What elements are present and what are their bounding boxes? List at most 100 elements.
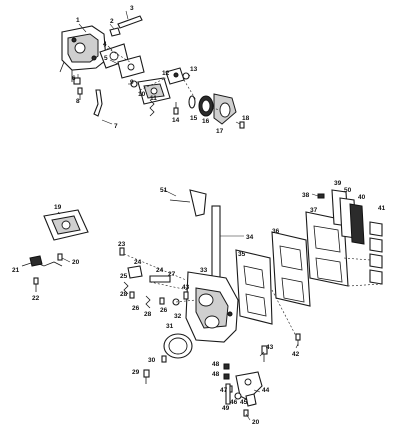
part-48-nut-b	[223, 373, 230, 380]
callout-1: 1	[76, 17, 80, 24]
callout-38: 38	[302, 192, 310, 199]
callout-40: 40	[358, 194, 366, 201]
part-48-nut-a	[223, 363, 230, 370]
callout-5: 5	[104, 55, 108, 62]
part-29-bolt	[143, 369, 150, 384]
callout-18: 18	[242, 115, 250, 122]
part-30-screw	[161, 355, 167, 363]
callout-leaders	[57, 23, 319, 421]
callout-42: 42	[292, 351, 300, 358]
part-26-screw-b	[159, 297, 165, 305]
part-15-seal	[188, 95, 196, 109]
callout-29: 29	[132, 369, 140, 376]
part-43-bolt-b	[261, 345, 268, 362]
center-assembly	[119, 189, 268, 417]
callout-27: 27	[168, 271, 176, 278]
callout-31: 31	[166, 323, 174, 330]
callout-16: 16	[202, 118, 210, 125]
part-19-cover	[43, 209, 89, 241]
callout-44: 44	[262, 387, 270, 394]
part-51-bracket	[169, 189, 207, 217]
callout-43-a: 43	[182, 284, 190, 291]
part-1-housing	[59, 25, 107, 82]
callout-10: 10	[138, 91, 146, 98]
part-3-hose	[117, 10, 143, 29]
callout-28-a: 28	[120, 291, 128, 298]
callout-2: 2	[110, 18, 114, 25]
part-46-washer	[234, 392, 242, 400]
callout-48-a: 48	[212, 361, 220, 368]
part-11-spring	[149, 99, 155, 117]
part-7-hose	[93, 89, 113, 125]
part-41-reed-stack	[369, 221, 383, 285]
callout-12: 12	[162, 70, 170, 77]
part-6-plug	[73, 77, 81, 85]
callout-17: 17	[216, 128, 224, 135]
callout-3: 3	[130, 5, 134, 12]
part-20-screw-b	[243, 409, 249, 417]
part-23-screw	[119, 247, 125, 256]
callout-32: 32	[174, 313, 182, 320]
part-14-screw	[173, 102, 179, 115]
part-22-screw	[33, 277, 39, 292]
part-21-wire	[21, 255, 63, 267]
callout-37: 37	[310, 207, 318, 214]
callout-24-a: 24	[134, 259, 142, 266]
callout-21: 21	[12, 267, 20, 274]
callout-28-b: 28	[144, 311, 152, 318]
callout-9: 9	[130, 79, 134, 86]
callout-15: 15	[190, 115, 198, 122]
part-28-spring-a	[123, 281, 129, 295]
callout-39: 39	[334, 180, 342, 187]
part-2-fitting	[109, 23, 121, 37]
callout-20-bottom: 20	[252, 419, 260, 426]
part-44-bracket	[235, 371, 263, 401]
callout-35: 35	[238, 251, 246, 258]
callout-46: 46	[230, 399, 238, 406]
callout-30: 30	[148, 357, 156, 364]
callout-23: 23	[118, 241, 126, 248]
callout-8: 8	[76, 98, 80, 105]
callout-50: 50	[344, 187, 352, 194]
callout-47: 47	[220, 387, 228, 394]
part-16-ring	[198, 95, 214, 117]
callout-7: 7	[114, 123, 118, 130]
top-assembly	[59, 10, 245, 129]
callout-labels: 1 2 3 4 5 6 7 8 9 10 11 12 13 14 15 16 1…	[12, 5, 386, 426]
part-35-plate	[235, 249, 273, 325]
callout-41: 41	[378, 205, 386, 212]
callout-25: 25	[120, 273, 128, 280]
part-33-manifold	[185, 271, 239, 343]
callout-36: 36	[272, 228, 280, 235]
part-36-gasket	[271, 231, 311, 307]
part-8-screw	[77, 87, 83, 100]
part-28-spring-b	[145, 295, 151, 309]
part-5-plate	[117, 55, 145, 79]
callout-45: 45	[240, 399, 248, 406]
callout-22: 22	[32, 295, 40, 302]
callout-49: 49	[222, 405, 230, 412]
lower-left-assembly	[21, 209, 89, 292]
callout-6: 6	[72, 75, 76, 82]
part-31-gasket	[163, 333, 193, 359]
callout-33: 33	[200, 267, 208, 274]
part-18-screw	[239, 121, 245, 129]
callout-51: 51	[160, 187, 168, 194]
part-17-bell	[213, 93, 237, 125]
callout-14: 14	[172, 117, 180, 124]
part-42-screw	[295, 333, 301, 346]
right-assembly	[235, 189, 383, 346]
part-38-screw	[317, 193, 325, 199]
callout-43-b: 43	[266, 344, 274, 351]
part-10-pump-body	[137, 77, 171, 105]
callout-4: 4	[103, 41, 107, 48]
part-45-link	[245, 393, 257, 407]
callout-11: 11	[150, 95, 157, 102]
callout-26-a: 26	[132, 305, 140, 312]
part-26-screw-a	[129, 291, 135, 299]
part-27-link	[149, 275, 171, 283]
part-20-screw-a	[57, 253, 63, 261]
callout-48-b: 48	[212, 371, 220, 378]
callout-13: 13	[190, 66, 198, 73]
callout-24-b: 24	[156, 267, 164, 274]
